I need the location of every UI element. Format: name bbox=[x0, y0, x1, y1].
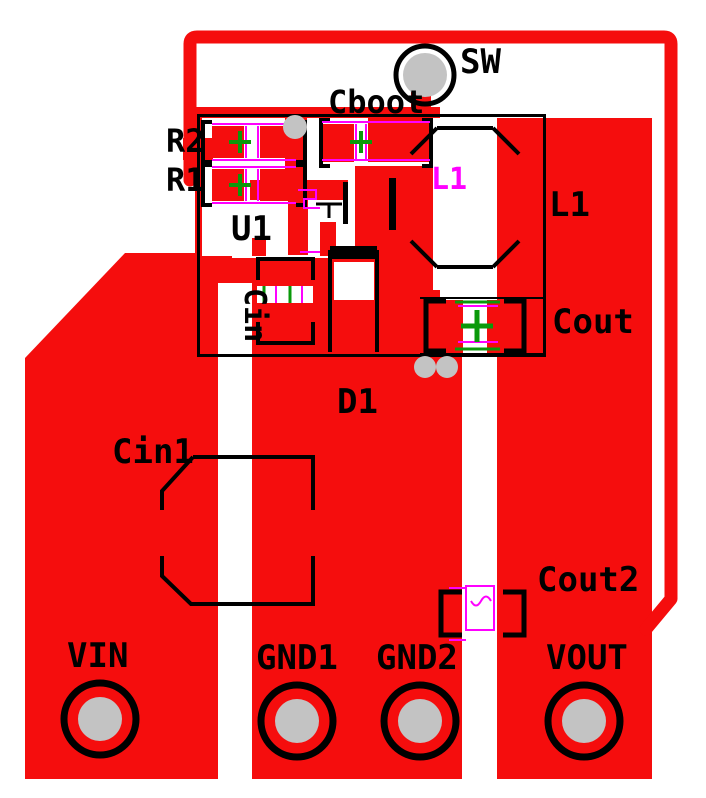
l1-label: L1 bbox=[549, 185, 590, 225]
cboot-plus-mark bbox=[350, 131, 372, 153]
vin-pad-ring bbox=[60, 679, 140, 759]
d1-cathode-bar bbox=[330, 246, 377, 259]
cout-plus-mark bbox=[461, 310, 493, 342]
gnd2-label: GND2 bbox=[376, 638, 458, 678]
vout-pad-hole bbox=[562, 699, 606, 743]
green-marks bbox=[229, 131, 500, 351]
u1-label: U1 bbox=[231, 209, 272, 249]
cin1-label: Cin1 bbox=[112, 432, 194, 472]
gnd1-label: GND1 bbox=[256, 638, 338, 678]
copper-pour-vout bbox=[497, 118, 652, 779]
cout2-label: Cout2 bbox=[537, 560, 639, 600]
vout-pad-ring bbox=[544, 681, 624, 761]
pads-and-vias bbox=[60, 43, 624, 761]
cin1-outline bbox=[160, 455, 315, 606]
vout-label: VOUT bbox=[546, 638, 628, 678]
cout-green-lines bbox=[455, 300, 500, 351]
cin-footprint-ticks bbox=[275, 286, 303, 303]
u1-pin-bar bbox=[343, 182, 348, 224]
cout-outline-brackets bbox=[423, 298, 527, 354]
r1-plus-mark bbox=[229, 174, 251, 196]
l1-pad-marker bbox=[389, 178, 396, 230]
sw-pad-hole bbox=[403, 53, 447, 97]
terminal-labels: VIN GND1 GND2 VOUT bbox=[67, 636, 628, 678]
vin-pad-hole bbox=[78, 697, 122, 741]
cin-green-ticks bbox=[262, 286, 292, 303]
gnd1-pad-hole bbox=[275, 699, 319, 743]
l1-octagon-outline bbox=[409, 126, 521, 269]
via-u1 bbox=[283, 115, 307, 139]
r2-plus-mark bbox=[229, 131, 251, 153]
vin-label: VIN bbox=[67, 636, 128, 676]
u1-pad-small bbox=[252, 238, 266, 256]
l1-inner-label: L1 bbox=[431, 162, 467, 197]
cout2-footprint-detail bbox=[449, 587, 492, 641]
copper-pour-vin bbox=[25, 253, 218, 779]
r1-outline-brackets bbox=[201, 163, 307, 207]
u1-trace-down bbox=[288, 200, 308, 255]
via-d1-a bbox=[414, 356, 436, 378]
cin-outline-brackets bbox=[256, 257, 315, 345]
r-footprint-lines bbox=[212, 123, 296, 204]
cutout-cin-strip bbox=[218, 283, 252, 779]
cout-label: Cout bbox=[552, 302, 634, 342]
cboot-pad-right bbox=[368, 112, 430, 162]
component-courtyard-box bbox=[197, 114, 546, 357]
u1-pin1-mark bbox=[316, 202, 342, 218]
u1-silk-detail bbox=[298, 189, 320, 253]
cboot-footprint-lines bbox=[322, 121, 430, 161]
r1-label: R1 bbox=[166, 161, 205, 199]
sw-label: SW bbox=[460, 42, 501, 82]
cutout-cin-band bbox=[257, 286, 313, 303]
d1-label: D1 bbox=[337, 382, 378, 422]
cboot-label: Cboot bbox=[328, 83, 424, 121]
r2-label: R2 bbox=[166, 122, 205, 160]
black-silkscreen bbox=[160, 114, 546, 638]
gnd2-pad-ring bbox=[380, 681, 460, 761]
cout-pad-left bbox=[425, 300, 463, 353]
cutout-d1-body bbox=[334, 262, 374, 300]
cout2-outline-brackets bbox=[438, 589, 527, 638]
cin-label: Cin bbox=[237, 288, 272, 342]
cout2-footprint-box bbox=[465, 585, 495, 631]
gnd1-pad-ring bbox=[257, 681, 337, 761]
gnd2-pad-hole bbox=[398, 699, 442, 743]
cutout-l1-strip bbox=[433, 118, 497, 290]
board-outline-trace bbox=[183, 30, 678, 636]
cout-pad-right bbox=[487, 300, 527, 353]
cout-outline-lines bbox=[420, 297, 545, 355]
reference-labels: SW Cboot R2 R1 U1 L1 L1 Cin Cout D1 Cin1… bbox=[112, 42, 639, 600]
cboot-pad-left bbox=[322, 124, 354, 162]
d1-body-outline bbox=[328, 250, 379, 352]
via-d1-b bbox=[436, 356, 458, 378]
cboot-outline-brackets bbox=[319, 118, 433, 168]
sw-pad-ring bbox=[393, 43, 457, 107]
